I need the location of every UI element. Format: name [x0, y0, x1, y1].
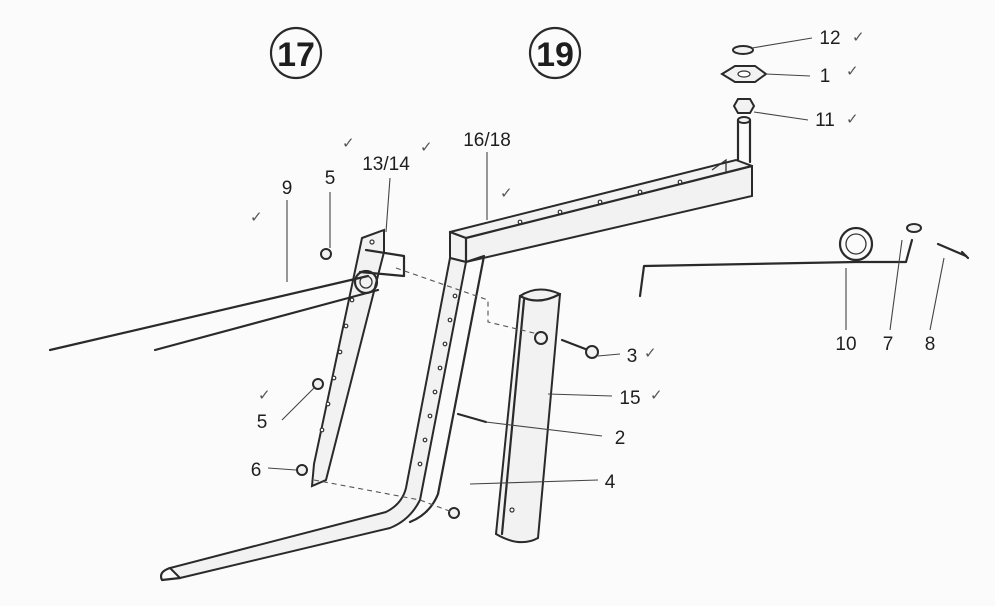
assembly-17-label: 17	[277, 36, 315, 74]
svg-text:✓: ✓	[342, 134, 355, 152]
label-9: 9	[282, 178, 293, 199]
nut-5-upper	[320, 248, 332, 260]
svg-text:✓: ✓	[258, 386, 271, 404]
upper-arm-16-18	[448, 158, 754, 264]
svg-text:✓: ✓	[500, 184, 513, 202]
spring-tine-10	[638, 223, 970, 298]
pivot-pin	[736, 118, 752, 164]
svg-text:✓: ✓	[846, 110, 859, 128]
pin-8	[936, 242, 968, 258]
tine-9	[48, 269, 380, 352]
tine-9-coil	[353, 269, 379, 295]
label-1: 1	[820, 66, 831, 87]
bracket-13-14	[310, 228, 406, 488]
assembly-17-callout: 17	[269, 26, 323, 80]
nut-6	[296, 464, 308, 476]
alignment-lines	[313, 267, 539, 513]
cover-channel-15	[494, 288, 562, 544]
top-hardware	[720, 45, 768, 164]
check-marks: ✓ ✓ ✓ ✓ ✓ ✓ ✓ ✓ ✓ ✓	[250, 28, 865, 404]
label-4: 4	[605, 472, 616, 493]
part-labels: 12 1 11 16/18 13/14 5 9 10 7 8 3 15 2 5 …	[251, 28, 936, 493]
label-8: 8	[925, 334, 936, 355]
svg-text:✓: ✓	[644, 344, 657, 362]
assembly-17-circle	[269, 26, 323, 80]
label-11: 11	[815, 110, 835, 131]
svg-text:✓: ✓	[250, 208, 263, 226]
label-5-upper: 5	[325, 168, 336, 189]
label-3: 3	[627, 346, 638, 367]
washer-7	[906, 223, 922, 233]
fasteners	[296, 248, 599, 519]
label-16-18: 16/18	[463, 130, 511, 151]
leader-lines	[267, 37, 945, 485]
nut-5-lower	[312, 378, 324, 390]
spring-tine-coil	[838, 226, 874, 262]
assembly-19-circle	[528, 26, 582, 80]
label-7: 7	[883, 334, 894, 355]
svg-text:✓: ✓	[846, 62, 859, 80]
bolt-2	[456, 412, 488, 424]
label-6: 6	[251, 460, 262, 481]
label-13-14: 13/14	[362, 154, 410, 175]
nut-11	[732, 98, 756, 114]
svg-text:✓: ✓	[650, 386, 663, 404]
label-2: 2	[615, 428, 626, 449]
bracket-13-14-holes	[319, 239, 375, 433]
label-5-lower: 5	[257, 412, 268, 433]
label-15: 15	[619, 388, 640, 409]
washer-12	[732, 45, 754, 55]
label-10: 10	[835, 334, 856, 355]
bolt-3	[560, 338, 590, 352]
bolt-4	[448, 507, 460, 519]
holder-19-holes	[417, 293, 458, 467]
svg-text:✓: ✓	[420, 138, 433, 156]
label-12: 12	[819, 28, 840, 49]
assembly-19-label: 19	[536, 36, 574, 74]
upper-arm-holes	[517, 179, 683, 225]
assembly-19-callout: 19	[528, 26, 582, 80]
svg-text:✓: ✓	[852, 28, 865, 46]
